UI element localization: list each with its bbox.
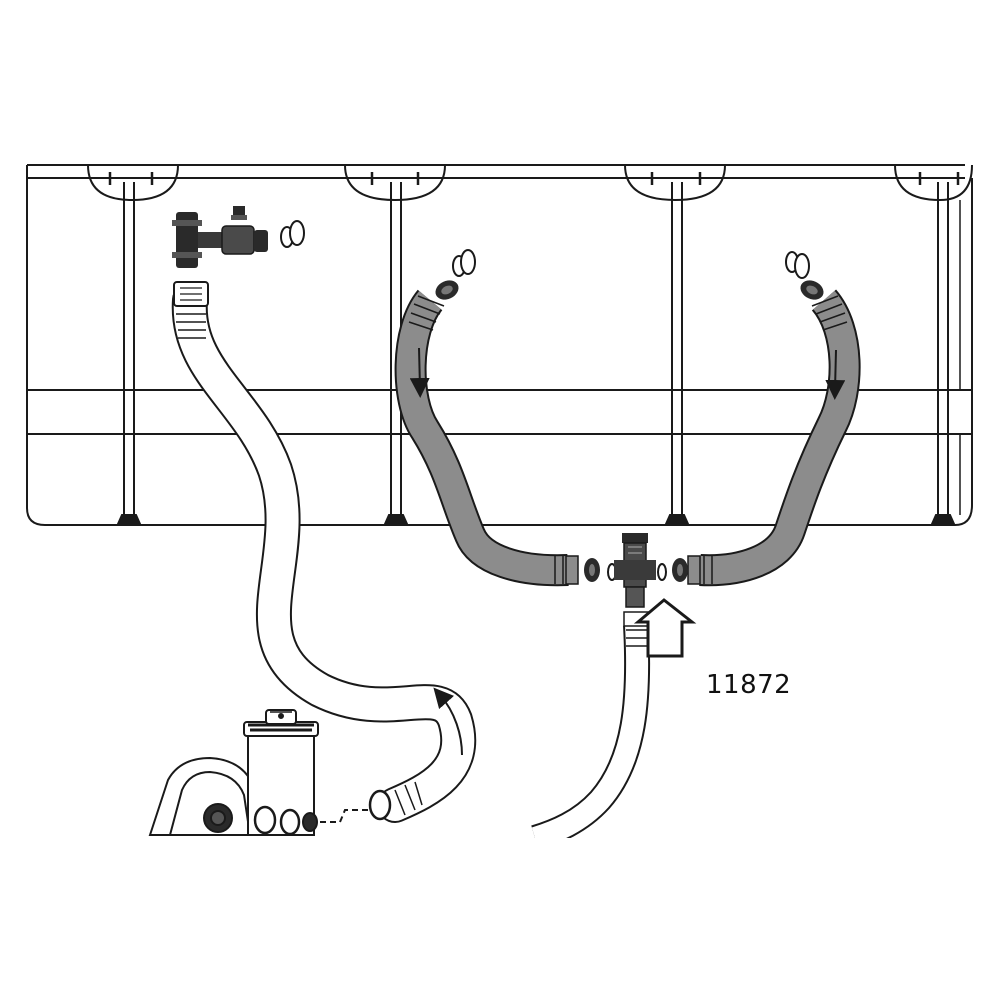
gray-hose-right bbox=[687, 251, 861, 587]
pump-outlet bbox=[253, 805, 277, 835]
vertical-leg bbox=[937, 182, 949, 520]
vertical-leg bbox=[671, 182, 683, 520]
washer bbox=[460, 249, 476, 275]
flow-arrow bbox=[409, 347, 430, 398]
flow-arrow bbox=[825, 349, 846, 400]
washer bbox=[794, 253, 810, 279]
pool-frame bbox=[26, 164, 973, 526]
flow-arrow bbox=[433, 687, 463, 756]
white-hose-return bbox=[171, 281, 477, 823]
filter-pump bbox=[148, 709, 370, 836]
joint-cap bbox=[87, 164, 179, 202]
top-rail bbox=[26, 164, 965, 179]
hose-end bbox=[565, 555, 579, 585]
vertical-leg bbox=[123, 182, 135, 520]
hose-end bbox=[687, 555, 701, 585]
part-number-label: 11872 bbox=[706, 670, 792, 700]
strainer-connector bbox=[221, 225, 255, 255]
hose-nut bbox=[368, 789, 392, 821]
gray-hose-left bbox=[394, 249, 579, 587]
washer bbox=[289, 220, 305, 246]
joint-cap bbox=[344, 164, 446, 202]
joint-cap bbox=[624, 164, 726, 202]
t-connector bbox=[584, 533, 688, 608]
washer bbox=[657, 563, 667, 581]
wall-fitting-assembly bbox=[172, 206, 305, 268]
joint-cap bbox=[894, 164, 973, 202]
pool-wall bbox=[26, 178, 973, 526]
white-hose-intake bbox=[531, 611, 651, 851]
up-arrow-indicator bbox=[633, 598, 697, 658]
dashed-connection bbox=[320, 809, 370, 823]
